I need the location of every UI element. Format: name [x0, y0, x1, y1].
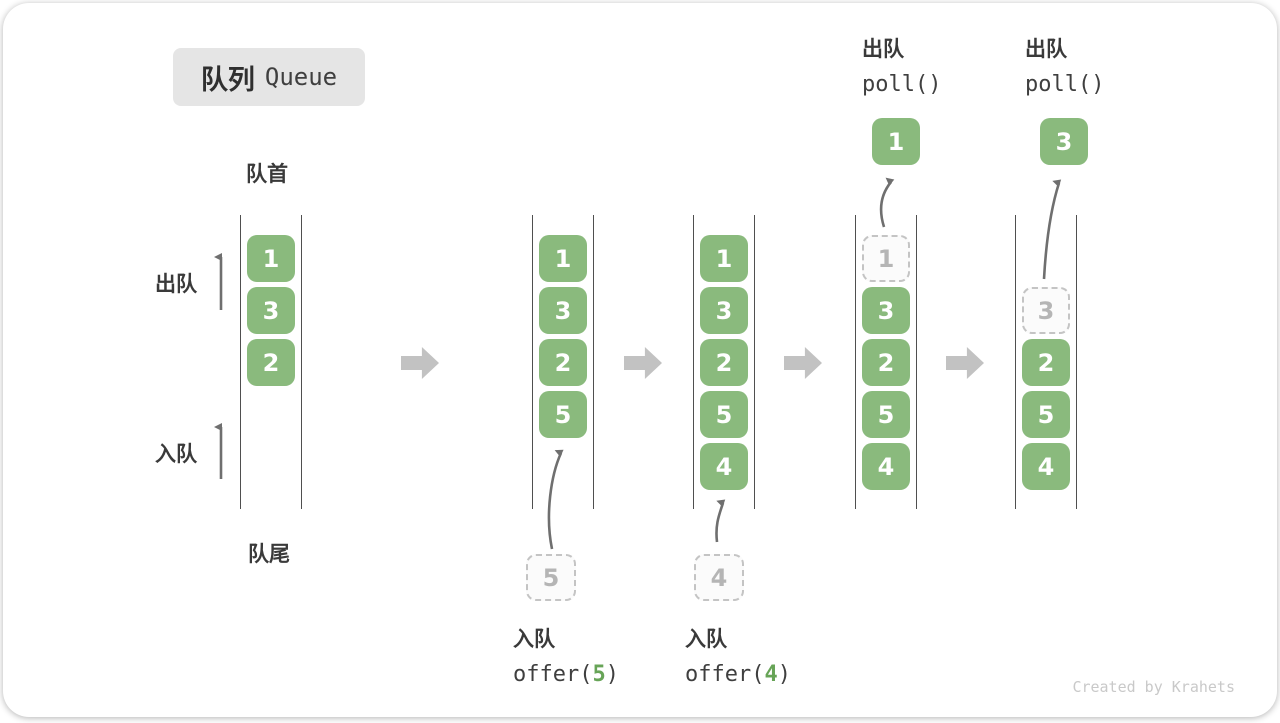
queue-cell: 5	[539, 391, 587, 438]
dequeue-operation-1: 出队 poll()	[862, 33, 941, 97]
dequeue-code-label: poll()	[1025, 72, 1104, 97]
queue-cell: 5	[1022, 391, 1070, 438]
queue-cell: 4	[700, 443, 748, 490]
queue-cell: 2	[1022, 339, 1070, 386]
transition-arrow-icon	[784, 347, 822, 379]
queue-state-3: 1 3 2 5 4	[693, 215, 755, 509]
staged-cell: 4	[694, 554, 744, 601]
queue-cell: 3	[539, 287, 587, 334]
staged-cell: 5	[526, 554, 576, 601]
code-prefix: offer(	[513, 662, 592, 687]
transition-arrow-icon	[401, 347, 439, 379]
dequeue-label: 出队	[862, 33, 941, 63]
enqueue-code-label: offer(4)	[685, 662, 791, 687]
queue-cell: 4	[1022, 443, 1070, 490]
enqueue-code-label: offer(5)	[513, 662, 619, 687]
dequeue-label: 出队	[1025, 33, 1104, 63]
popped-cell: 3	[1040, 118, 1088, 165]
credit-text: Created by Krahets	[1072, 678, 1235, 696]
transition-arrow-icon	[624, 347, 662, 379]
dequeue-operation-2: 出队 poll()	[1025, 33, 1104, 97]
code-arg: 5	[592, 662, 605, 687]
enqueue-label: 入队	[685, 623, 791, 653]
popped-cell: 1	[872, 118, 920, 165]
queue-cell: 2	[247, 339, 295, 386]
code-prefix: offer(	[685, 662, 764, 687]
code-suffix: )	[778, 662, 791, 687]
enqueue-label: 入队	[513, 623, 619, 653]
queue-cell: 1	[539, 235, 587, 282]
dequeue-code-label: poll()	[862, 72, 941, 97]
queue-cell: 5	[700, 391, 748, 438]
diagram-card: 队列 Queue 队首 队尾 出队 入队 1 3 2 1 3 2 5 1 3 2…	[3, 3, 1277, 717]
queue-cell-removed: 1	[862, 235, 910, 282]
queue-cell: 2	[700, 339, 748, 386]
queue-cell: 2	[539, 339, 587, 386]
enqueue-side-label: 入队	[155, 438, 197, 468]
queue-state-2: 1 3 2 5	[532, 215, 594, 509]
title-zh: 队列	[201, 58, 255, 97]
queue-cell: 3	[862, 287, 910, 334]
queue-cell: 1	[247, 235, 295, 282]
transition-arrow-icon	[946, 347, 984, 379]
enqueue-operation-1: 入队 offer(5)	[513, 623, 619, 687]
title-box: 队列 Queue	[173, 48, 365, 106]
code-suffix: )	[606, 662, 619, 687]
code-arg: 4	[764, 662, 777, 687]
queue-state-1: 1 3 2	[240, 215, 302, 509]
queue-cell: 5	[862, 391, 910, 438]
queue-cell: 3	[247, 287, 295, 334]
queue-cell: 4	[862, 443, 910, 490]
queue-state-5: 3 2 5 4	[1015, 215, 1077, 509]
queue-cell: 3	[700, 287, 748, 334]
enqueue-operation-2: 入队 offer(4)	[685, 623, 791, 687]
dequeue-side-label: 出队	[155, 268, 197, 298]
queue-cell: 1	[700, 235, 748, 282]
queue-rear-label: 队尾	[248, 538, 290, 568]
queue-cell-removed: 3	[1022, 287, 1070, 334]
queue-cell: 2	[862, 339, 910, 386]
title-en: Queue	[265, 63, 337, 91]
queue-front-label: 队首	[246, 158, 288, 188]
queue-state-4: 1 3 2 5 4	[855, 215, 917, 509]
